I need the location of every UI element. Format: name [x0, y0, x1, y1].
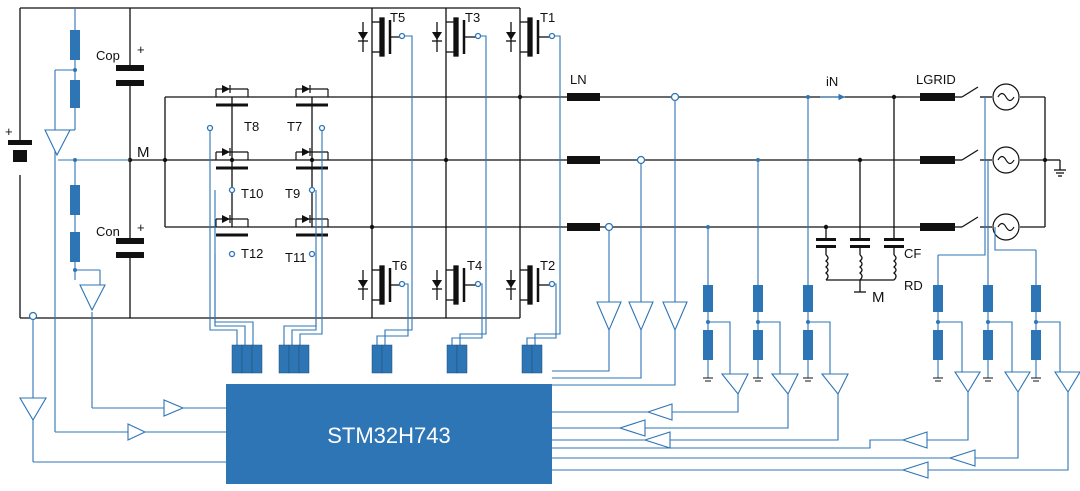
- label-t11: T11: [285, 250, 306, 265]
- label-t2: T2: [540, 258, 555, 273]
- label-m2: M: [872, 289, 885, 306]
- sense-resistors: [70, 30, 1041, 360]
- tsv-amp-17: [1053, 371, 1080, 394]
- gate-drivers: [231, 344, 543, 374]
- tsv-amplifiers: [19, 129, 1080, 479]
- label-t1: T1: [540, 10, 555, 25]
- dc-capacitors: [8, 65, 1048, 258]
- mcu-label: STM32H743: [327, 423, 451, 448]
- tsv-amp-2: [79, 284, 106, 312]
- mcu-block: STM32H743: [226, 384, 552, 484]
- switch-t11: [295, 215, 329, 237]
- switch-t6: [358, 265, 402, 305]
- label-t9: T9: [285, 186, 300, 201]
- label-battery-plus: +: [5, 124, 13, 139]
- tsv-amp-3: [19, 397, 47, 422]
- label-t3: T3: [465, 10, 480, 25]
- label-t8: T8: [244, 119, 259, 134]
- label-ln: LN: [570, 72, 587, 87]
- label-t10: T10: [241, 186, 263, 201]
- ground-symbols: [703, 377, 1041, 382]
- label-t12: T12: [241, 246, 263, 261]
- tsv-amp-7: [628, 301, 654, 332]
- label-t6: T6: [392, 258, 407, 273]
- tsv-amp-1: [44, 129, 71, 157]
- switch-t3: [432, 17, 476, 57]
- switch-t4: [432, 265, 476, 305]
- label-cf: CF: [904, 246, 921, 261]
- label-t4: T4: [467, 258, 482, 273]
- labels: Cop + Con + + M LN LGRID iN CF RD M T5 T…: [5, 10, 956, 306]
- switch-t12: [215, 215, 249, 237]
- tsv-amp-4: [163, 399, 185, 417]
- tsv-amp-14: [643, 431, 671, 449]
- tsv-amp-8: [662, 301, 688, 332]
- label-rd: RD: [904, 278, 923, 293]
- switch-t10: [215, 148, 249, 170]
- sense-points: [28, 32, 680, 321]
- switch-t2: [506, 265, 550, 305]
- label-cop: Cop: [96, 48, 120, 63]
- grid-sources: [992, 83, 1020, 241]
- tsv-amp-12: [646, 403, 673, 421]
- switch-t5: [358, 17, 402, 57]
- tsv-amp-11: [820, 373, 849, 396]
- bidirectional-switches: [215, 85, 329, 237]
- label-lgrid: LGRID: [916, 72, 956, 87]
- switch-t1: [506, 17, 550, 57]
- tsv-amp-9: [720, 373, 749, 396]
- label-in: iN: [826, 74, 838, 89]
- switch-t8: [215, 85, 249, 107]
- tsv-amp-20: [901, 461, 929, 479]
- tsv-amp-5: [127, 423, 147, 441]
- label-con: Con: [96, 224, 120, 239]
- tsv-amp-18: [901, 431, 928, 449]
- label-t7: T7: [287, 119, 302, 134]
- tsv-amp-19: [948, 449, 976, 467]
- label-t5: T5: [390, 10, 405, 25]
- tsv-amp-15: [953, 371, 981, 394]
- label-con-plus: +: [137, 220, 145, 235]
- mosfet-group-top: [358, 17, 550, 305]
- tsv-amp-13: [618, 419, 646, 437]
- label-cop-plus: +: [137, 42, 145, 57]
- switch-t9: [295, 148, 329, 170]
- tsv-amp-16: [1003, 371, 1031, 394]
- label-midpoint: M: [137, 144, 150, 161]
- tsv-amp-10: [770, 373, 799, 396]
- tsv-amp-6: [596, 301, 622, 332]
- sense-dots: [73, 68, 1038, 324]
- switch-t7: [295, 85, 329, 107]
- signal-wiring: [32, 8, 1069, 471]
